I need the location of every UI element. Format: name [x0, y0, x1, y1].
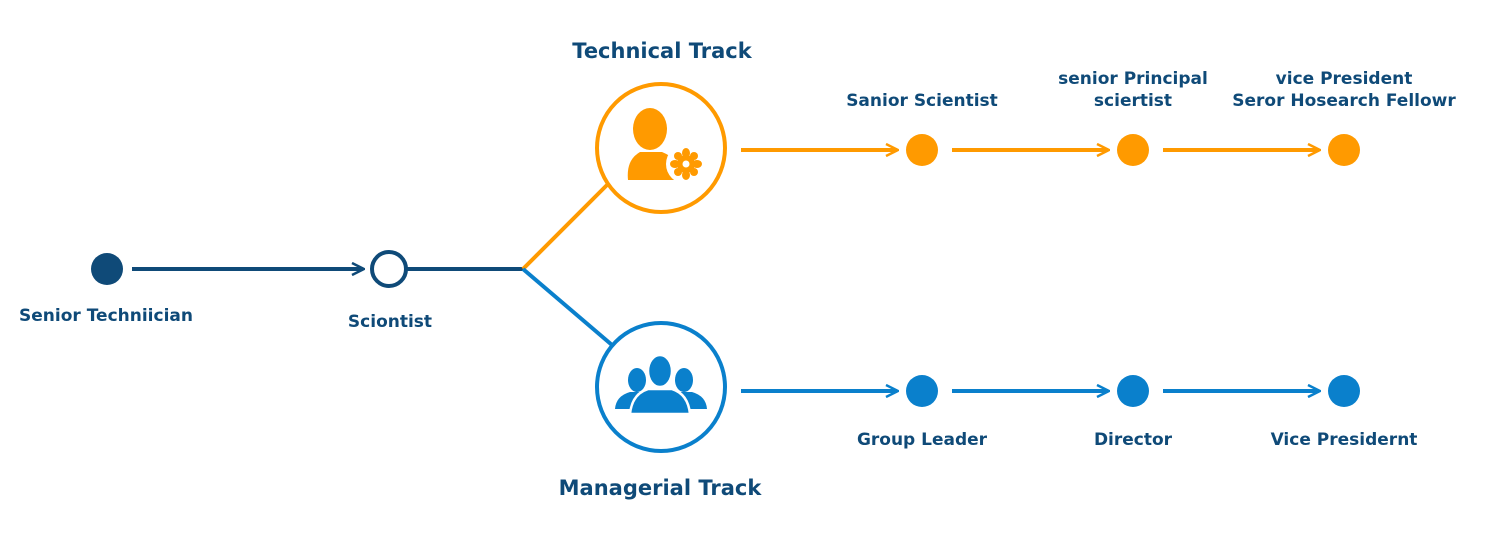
managerial-track: Managerial Track Group Leader Director Vic… — [559, 321, 1418, 500]
step-node — [906, 134, 938, 166]
node-senior-technician — [91, 253, 123, 285]
step-node — [1117, 134, 1149, 166]
user-gear-icon — [627, 108, 706, 184]
step-label: senior Principal — [1058, 69, 1208, 89]
users-group-icon — [615, 353, 707, 416]
technical-track-title: Technical Track — [572, 39, 752, 63]
step-label: Director — [1094, 430, 1173, 450]
step-label: Vice Presidernt — [1271, 430, 1418, 450]
step-label: vice President — [1276, 69, 1413, 89]
step-node — [1117, 375, 1149, 407]
branch-managerial — [521, 267, 614, 347]
label-senior-technician: Senior Techniician — [19, 306, 193, 326]
label-scientist: Sciontist — [348, 312, 432, 332]
step-node — [906, 375, 938, 407]
base-path: Senior Techniician Sciontist — [19, 250, 523, 332]
step-node — [1328, 375, 1360, 407]
technical-track: Technical Track — [572, 39, 1456, 214]
technical-track-hub — [595, 82, 727, 214]
node-scientist — [370, 250, 408, 288]
step-label: sciertist — [1094, 91, 1172, 111]
step-label: Sanior Scientist — [846, 91, 998, 111]
step-label: Group Leader — [857, 430, 988, 450]
step-node — [1328, 134, 1360, 166]
step-label: Seror Hosearch Fellowr — [1232, 91, 1456, 111]
branch-technical — [521, 183, 609, 271]
managerial-track-title: Managerial Track — [559, 476, 763, 500]
